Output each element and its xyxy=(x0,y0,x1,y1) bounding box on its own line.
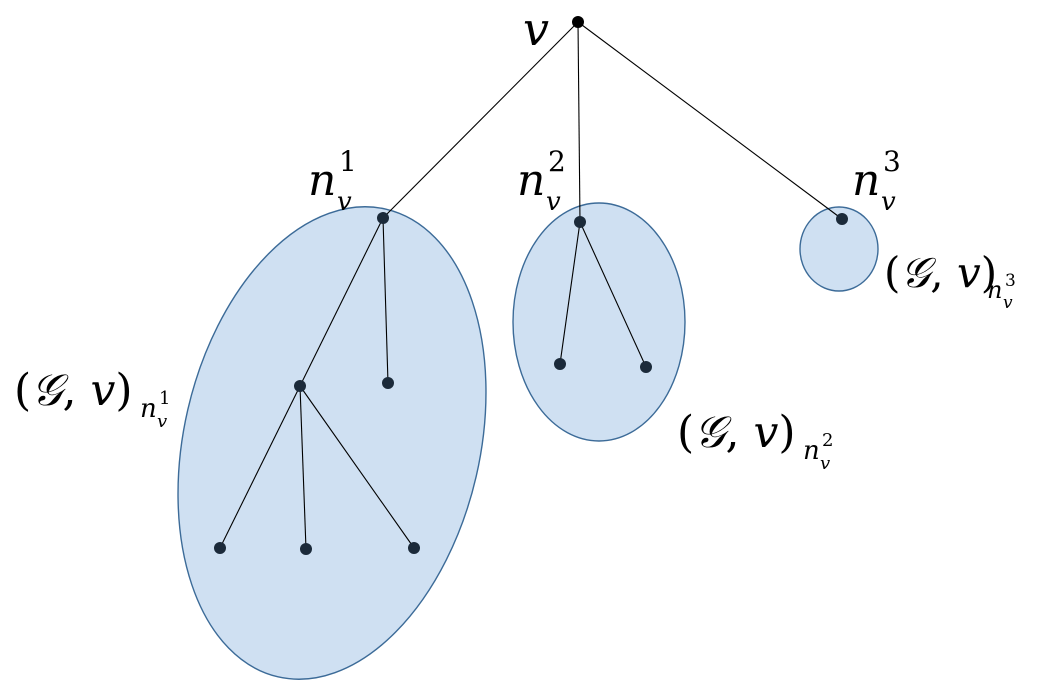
edge-root-n1 xyxy=(382,21,579,219)
svg-text:v: v xyxy=(881,187,896,217)
svg-text:n: n xyxy=(987,276,1002,304)
child-label-3: n v 3 xyxy=(852,145,901,217)
subtree-label-3: (𝒢, v) n v 3 xyxy=(884,248,1016,313)
svg-text:2: 2 xyxy=(822,430,833,451)
edge-n1-b xyxy=(382,217,389,384)
node-n2-leaf1 xyxy=(554,358,566,370)
svg-text:n: n xyxy=(140,394,157,424)
root-node xyxy=(572,16,584,28)
root-label: v xyxy=(523,2,549,56)
svg-text:(𝒢, v): (𝒢, v) xyxy=(884,248,997,297)
edge-a-leaf2 xyxy=(299,385,307,550)
node-leaf-1 xyxy=(214,542,226,554)
child-label-2: n v 2 xyxy=(517,145,566,217)
node-leaf-2 xyxy=(300,543,312,555)
svg-text:n: n xyxy=(308,155,336,206)
svg-text:(𝒢, v): (𝒢, v) xyxy=(14,365,133,416)
edge-n2-leaf2 xyxy=(579,221,647,368)
svg-text:v: v xyxy=(157,411,167,432)
subtree-label-1: (𝒢, v) n v 1 xyxy=(14,365,170,432)
edge-root-n2 xyxy=(577,21,581,223)
edge-n2-leaf1 xyxy=(559,221,581,365)
child-label-1: n v 1 xyxy=(308,145,357,217)
edge-a-leaf1 xyxy=(219,385,301,549)
svg-text:n: n xyxy=(517,155,545,206)
edge-n1-a xyxy=(299,217,384,387)
node-n1-b xyxy=(382,377,394,389)
subtree-region-2 xyxy=(512,202,686,442)
node-n1-a xyxy=(294,380,306,392)
edge-root-n3 xyxy=(577,21,843,220)
node-n3 xyxy=(836,213,848,225)
svg-text:2: 2 xyxy=(548,145,566,178)
svg-text:n: n xyxy=(852,155,880,206)
svg-text:v: v xyxy=(1003,293,1013,313)
svg-text:1: 1 xyxy=(339,145,357,178)
subtree-region-1 xyxy=(177,206,487,680)
subtree-label-2: (𝒢, v) n v 2 xyxy=(677,407,833,474)
svg-text:3: 3 xyxy=(883,145,901,178)
svg-text:(𝒢, v): (𝒢, v) xyxy=(677,407,796,458)
svg-text:1: 1 xyxy=(159,388,170,409)
node-n2 xyxy=(574,216,586,228)
node-n2-leaf2 xyxy=(640,361,652,373)
subtree-region-3 xyxy=(799,206,879,292)
node-leaf-3 xyxy=(408,542,420,554)
svg-text:3: 3 xyxy=(1005,271,1016,291)
svg-text:v: v xyxy=(546,187,561,217)
svg-text:v: v xyxy=(820,453,830,474)
svg-text:n: n xyxy=(803,436,820,466)
edge-a-leaf3 xyxy=(299,385,415,549)
svg-text:v: v xyxy=(337,187,352,217)
node-n1 xyxy=(377,212,389,224)
